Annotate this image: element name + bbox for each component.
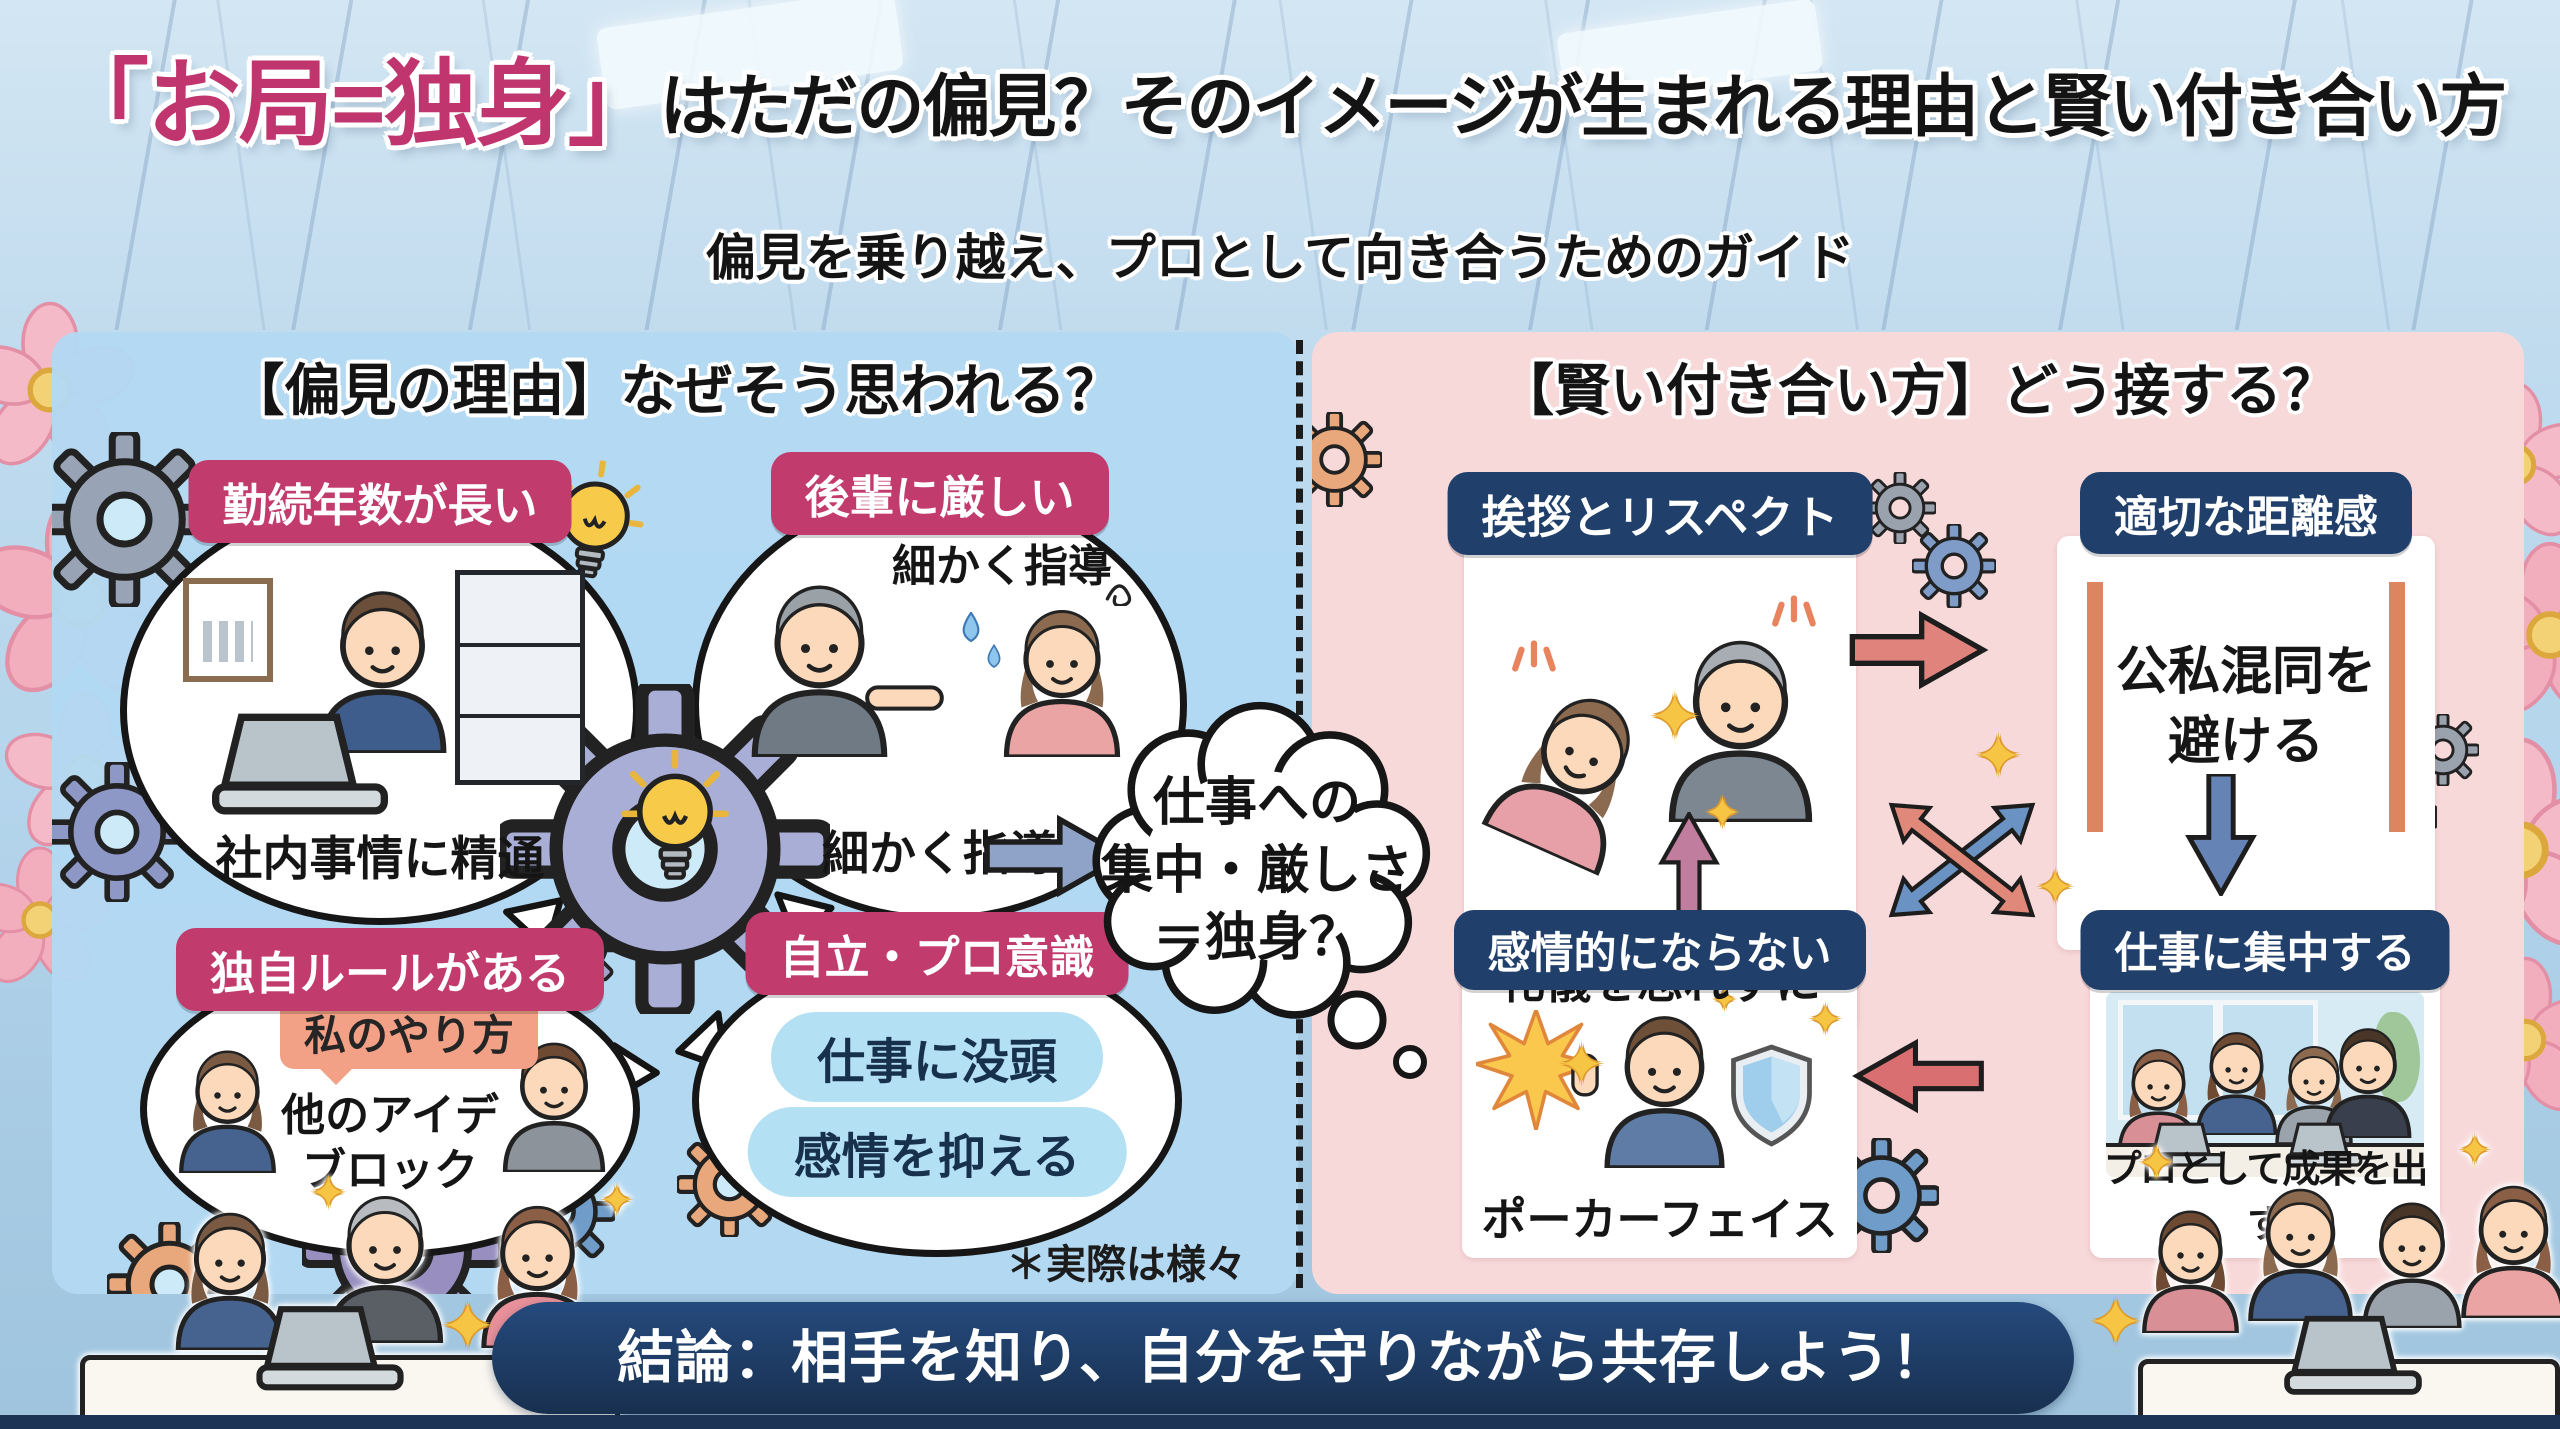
gear-icon <box>1312 412 1382 507</box>
title-rest: はただの偏見？そのイメージが生まれる理由と賢い付き合い方 <box>659 69 2507 145</box>
advice-badge: 感情的にならない <box>1453 910 1866 990</box>
left-panel-heading: 【偏見の理由】なぜそう思われる？ <box>228 359 1122 422</box>
advice-body-line: 公私混同を <box>2115 643 2376 701</box>
card-paper <box>2057 536 2435 950</box>
page-subtitle: 偏見を乗り越え、プロとして向き合うためのガイド <box>705 230 1855 286</box>
arrow-left-icon <box>1852 1038 1984 1114</box>
advice-badge: 挨拶とリスペクト <box>1447 472 1873 555</box>
sparkle-icon <box>2138 1138 2175 1189</box>
pill-immersed-in-work: 仕事に没頭 <box>770 1012 1104 1102</box>
advice-card-not-emotional: 感情的にならない ポーカーフェイス <box>1453 910 1866 1262</box>
reason-caption: 他のアイデ ブロック <box>140 1088 640 1198</box>
sparkle-icon <box>2458 1128 2492 1174</box>
laptop-icon <box>2278 1313 2428 1399</box>
reason-badge: 後輩に厳しい <box>770 452 1109 535</box>
bowing-greeting-illustration <box>1479 582 1841 932</box>
sweat-drop-icon <box>958 612 984 644</box>
bottom-edge-strip <box>0 1415 2560 1429</box>
thought-bubble: 仕事への 集中・厳しさ ＝独身？ <box>1082 698 1432 1079</box>
office-worker-illustration <box>175 570 585 810</box>
thought-line: 仕事への <box>1152 774 1361 832</box>
office-ceiling-background <box>0 0 2560 330</box>
pill-suppress-emotions: 感情を抑える <box>747 1107 1127 1197</box>
conclusion-banner: 結論：相手を知り、自分を守りながら共存しよう！ <box>492 1302 2074 1414</box>
poker-face-illustration <box>1472 995 1847 1185</box>
reason-badge: 勤続年数が長い <box>188 460 572 543</box>
advice-badge: 適切な距離感 <box>2080 472 2412 554</box>
prejudice-reasons-panel: 【偏見の理由】なぜそう思われる？ 勤続年数が長い 社内事情に精通 <box>52 332 1298 1294</box>
reason-badge: 独自ルールがある <box>175 928 605 1011</box>
title-highlight: 「お局=独身」 <box>54 51 662 156</box>
caption-line: 他のアイデ <box>281 1091 499 1140</box>
seated-woman-illustration <box>2446 1183 2560 1318</box>
bookshelf-illustration <box>455 570 585 785</box>
sparkle-icon <box>1974 722 2023 790</box>
reason-bubble-long-service: 勤続年数が長い 社内事情に精通 <box>120 460 640 925</box>
right-panel-heading: 【賢い付き合い方】どう接する？ <box>1498 359 2338 422</box>
advice-card-distance: 適切な距離感 公私混同を 避ける <box>2057 472 2435 950</box>
page-title: 「お局=独身」はただの偏見？そのイメージが生まれる理由と賢い付き合い方 <box>0 28 2560 164</box>
sparkle-icon <box>600 1178 634 1224</box>
sparkle-icon <box>2088 1284 2143 1361</box>
pointing-arm-illustration <box>865 685 944 711</box>
thought-line: ＝独身？ <box>1152 909 1361 968</box>
thought-trail-icon <box>1327 990 1427 1079</box>
picture-frame-illustration <box>183 578 273 682</box>
arrow-right-icon <box>1845 610 1993 690</box>
smart-relationship-panel: 【賢い付き合い方】どう接する？ 挨拶とリスペクト 礼儀を忘れずに 適切な距離感 <box>1312 332 2524 1294</box>
sparkle-icon <box>2036 860 2075 914</box>
sparkle-icon <box>440 1288 495 1365</box>
decorative-bar <box>2389 582 2405 832</box>
bottom-right-people-group <box>2128 1128 2560 1429</box>
arrow-down-icon <box>2180 774 2262 896</box>
laptop-icon <box>205 710 395 820</box>
annoyance-squiggle-icon <box>1105 584 1132 606</box>
reason-caption: 社内事情に精通 <box>215 832 545 885</box>
thought-line: 集中・厳しさ <box>1100 841 1413 900</box>
sparkle-icon <box>310 1168 347 1219</box>
sparkle-icon <box>1704 788 1741 839</box>
accent-marks-icon <box>1772 595 1816 627</box>
decorative-bar <box>2087 582 2103 832</box>
reason-bubble-pro-mindset: 自立・プロ意識 仕事に没頭 感情を抑える <box>692 912 1182 1257</box>
reason-note: 細かく指導 <box>892 542 1112 591</box>
gear-icon <box>1912 524 1996 608</box>
scolding-illustration <box>732 572 1147 802</box>
footnote: ＊実際は様々 <box>1006 1243 1246 1287</box>
thought-text: 仕事への 集中・厳しさ ＝独身？ <box>1082 770 1432 973</box>
thought-cloud-shape <box>1092 701 1431 1019</box>
conclusion-text: 結論：相手を知り、自分を守りながら共存しよう！ <box>617 1326 1949 1390</box>
laptop-icon <box>250 1303 410 1395</box>
sparkle-icon <box>1648 680 1702 755</box>
accent-marks-icon <box>1512 640 1556 672</box>
shield-icon <box>1724 1043 1819 1148</box>
advice-body: 公私混同を 避ける <box>2057 637 2435 777</box>
crossed-arrows-icon <box>1888 802 2036 918</box>
advice-caption: ポーカーフェイス <box>1481 1194 1838 1245</box>
calm-man-illustration <box>1587 1013 1742 1168</box>
advice-body-line: 避ける <box>2167 713 2324 772</box>
sparkle-icon <box>1558 1032 1605 1098</box>
senior-man-illustration <box>732 582 907 757</box>
advice-badge: 仕事に集中する <box>2080 910 2450 990</box>
reason-badge: 自立・プロ意識 <box>745 912 1129 995</box>
